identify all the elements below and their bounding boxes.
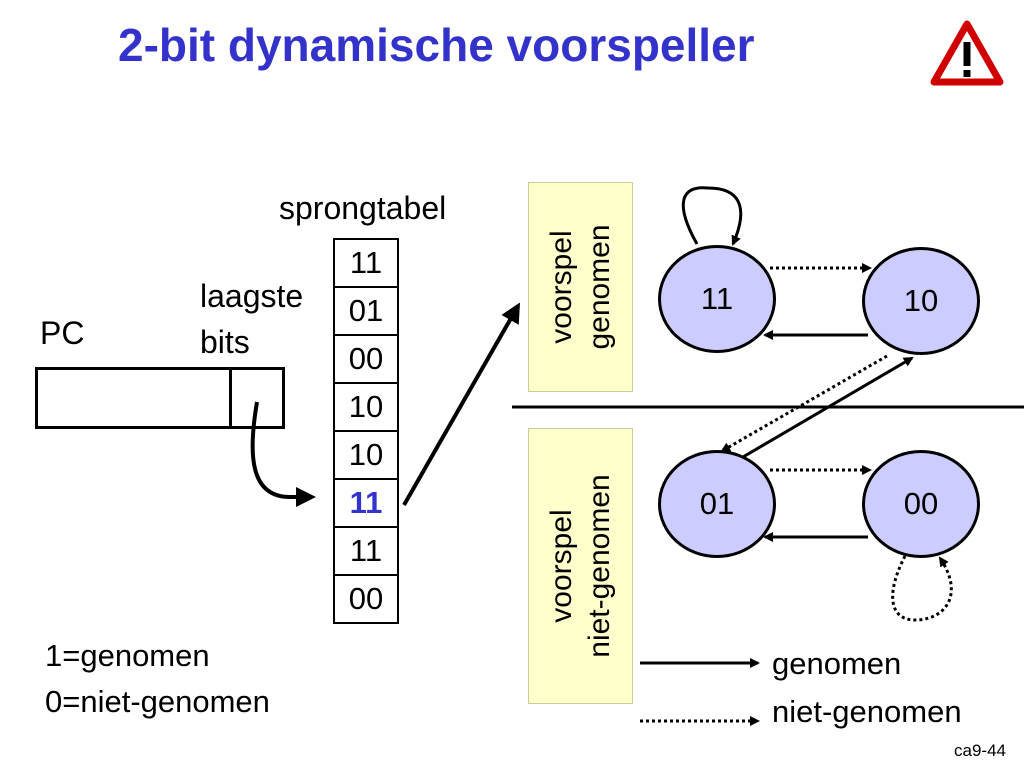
branch-table: 11 01 00 10 10 11 11 00: [333, 238, 399, 624]
encoding-legend-line1: 1=genomen: [45, 638, 210, 673]
state-01: 01: [658, 450, 776, 558]
low-bits-to-table-arrow: [250, 401, 316, 507]
arrow-01-to-11-taken: [742, 356, 914, 459]
state-10: 10: [862, 247, 980, 355]
table-entry-0: 11: [349, 245, 383, 280]
pc-low-bits-divider: [229, 367, 232, 429]
arrow-10-to-01-not-taken: [720, 354, 888, 453]
table-entry-6: 11: [335, 526, 397, 574]
slide-id: ca9-44: [954, 741, 1006, 760]
slide-title: 2-bit dynamische voorspeller: [118, 19, 755, 71]
self-loop-11-taken: [681, 186, 743, 246]
self-loop-00-not-taken: [891, 555, 953, 622]
state-00: 00: [862, 450, 980, 558]
prediction-not-taken-box: voorspel niet-genomen: [528, 428, 633, 704]
table-entry-1: 01: [335, 286, 397, 334]
warning-triangle-icon: [930, 20, 1004, 86]
table-entry-4: 10: [335, 430, 397, 478]
legend-taken-label: genomen: [772, 646, 902, 681]
low-bits-label-line1: laagste: [200, 278, 304, 314]
state-11: 11: [658, 245, 776, 353]
branch-table-label: sprongtabel: [279, 190, 447, 226]
low-bits-label-line2: bits: [200, 324, 250, 360]
encoding-legend-line2: 0=niet-genomen: [45, 684, 270, 719]
table-entry-3: 10: [335, 382, 397, 430]
pc-label: PC: [40, 315, 85, 351]
table-entry-2: 00: [335, 334, 397, 382]
table-entry-7: 00: [335, 574, 397, 622]
legend-not-taken-label: niet-genomen: [772, 694, 962, 729]
prediction-taken-box: voorspel genomen: [528, 182, 633, 392]
table-to-prediction-arrow: [402, 302, 520, 506]
table-entry-5-highlighted: 11: [335, 478, 397, 526]
pc-register: [35, 367, 285, 429]
